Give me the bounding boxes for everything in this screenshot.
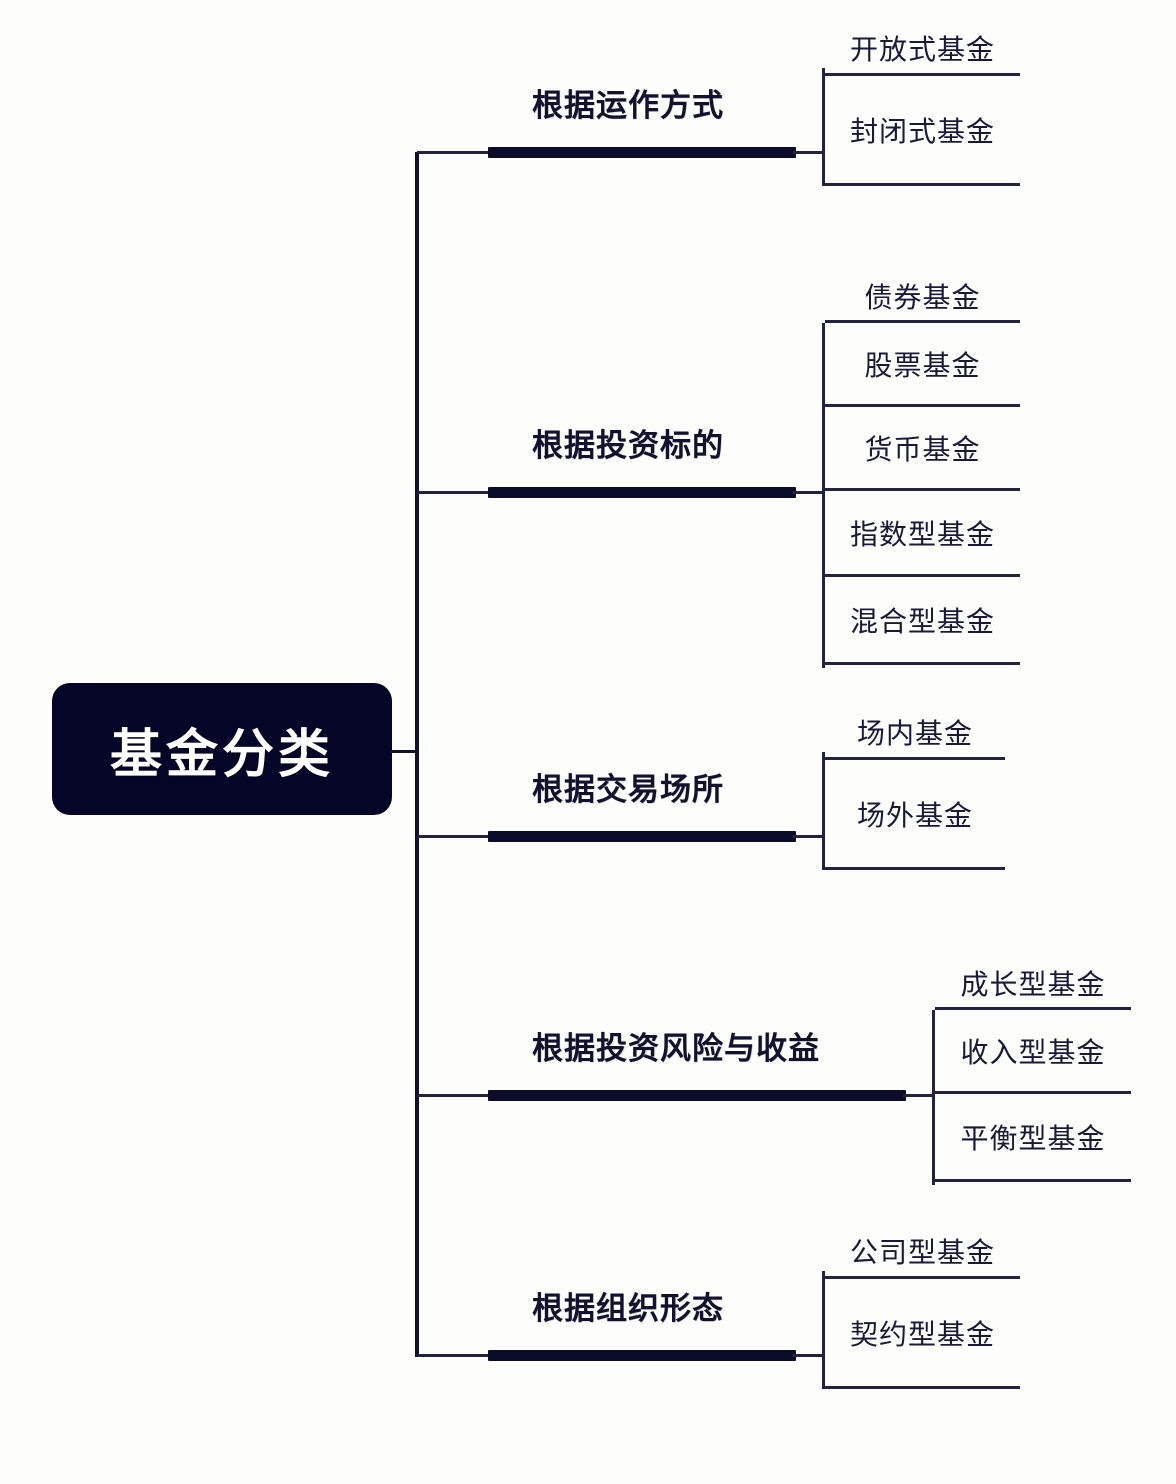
branch-3-tail-line — [793, 835, 824, 838]
leaf-label: 货币基金 — [864, 433, 981, 465]
branch-1-leaf-spine — [822, 68, 825, 186]
branch-1-tail-line — [793, 151, 824, 154]
leaf-item[interactable]: 开放式基金 — [825, 20, 1020, 76]
leaf-item[interactable]: 指数型基金 — [825, 491, 1020, 577]
branch-5-lead-line — [417, 1354, 490, 1357]
leaf-label: 场内基金 — [856, 718, 973, 749]
branch-5-bar — [488, 1350, 796, 1361]
leaf-item[interactable]: 场外基金 — [825, 760, 1005, 870]
leaf-item[interactable] — [825, 1223, 1020, 1279]
leaf-item[interactable]: 收入型基金 — [935, 1010, 1131, 1094]
leaf-label: 混合型基金 — [849, 605, 995, 637]
leaf-label: 成长型基金 — [960, 968, 1106, 1000]
branch-4-title[interactable]: 根据投资风险与收益 — [532, 1031, 820, 1066]
branch-5-title[interactable]: 根据组织形态 — [532, 1291, 724, 1326]
leaf-label: 债券基金 — [864, 281, 981, 313]
branch-3-bar — [488, 831, 796, 842]
leaf-item[interactable]: 场内基金 — [825, 704, 1005, 760]
leaf-item[interactable] — [825, 20, 1020, 76]
branch-2-tail-line — [793, 491, 824, 494]
branch-1-bar — [488, 147, 796, 158]
leaf-item[interactable]: 公司型基金 — [825, 1223, 1020, 1279]
leaf-label: 公司型基金 — [849, 1237, 995, 1268]
leaf-label: 平衡型基金 — [960, 1122, 1106, 1154]
leaf-label: 指数型基金 — [849, 518, 995, 550]
leaf-item[interactable]: 平衡型基金 — [935, 1094, 1131, 1182]
leaf-item[interactable]: 契约型基金 — [825, 1279, 1020, 1389]
branch-2-title[interactable]: 根据投资标的 — [532, 428, 724, 463]
leaf-label: 收入型基金 — [960, 1036, 1106, 1068]
branch-1-title[interactable]: 根据运作方式 — [532, 88, 724, 123]
main-spine — [415, 152, 419, 1357]
branch-5-tail-line — [793, 1354, 824, 1357]
leaf-label: 封闭式基金 — [849, 115, 995, 147]
branch-1-lead-line — [417, 151, 490, 154]
leaf-label: 开放式基金 — [849, 34, 995, 65]
leaf-label: 股票基金 — [864, 349, 981, 381]
branch-4-bar — [488, 1090, 906, 1101]
branch-3-title[interactable]: 根据交易场所 — [532, 772, 724, 807]
branch-4-lead-line — [417, 1094, 490, 1097]
root-connector-line — [390, 750, 419, 753]
branch-3-lead-line — [417, 835, 490, 838]
root-node-label: 基金分类 — [109, 725, 334, 784]
leaf-item[interactable] — [935, 955, 1131, 1010]
leaf-item[interactable]: 股票基金 — [825, 323, 1020, 407]
leaf-label: 场外基金 — [856, 799, 973, 831]
root-node[interactable]: 基金分类 — [52, 683, 392, 815]
leaf-item[interactable]: 封闭式基金 — [825, 76, 1020, 186]
branch-4-leaf-spine — [932, 1010, 935, 1185]
branch-5-leaf-spine — [822, 1271, 825, 1389]
leaf-item[interactable]: 成长型基金 — [935, 955, 1131, 1010]
leaf-item[interactable]: 混合型基金 — [825, 577, 1020, 665]
branch-2-bar — [488, 487, 796, 498]
leaf-item[interactable]: 债券基金 — [825, 268, 1020, 323]
branch-4-tail-line — [903, 1094, 934, 1097]
branch-3-leaf-spine — [822, 752, 825, 870]
leaf-item[interactable]: 货币基金 — [825, 407, 1020, 491]
branch-2-leaf-spine — [822, 323, 825, 668]
leaf-item[interactable] — [825, 268, 1020, 323]
branch-2-lead-line — [417, 491, 490, 494]
leaf-item[interactable] — [825, 704, 1005, 760]
leaf-label: 契约型基金 — [849, 1318, 995, 1350]
